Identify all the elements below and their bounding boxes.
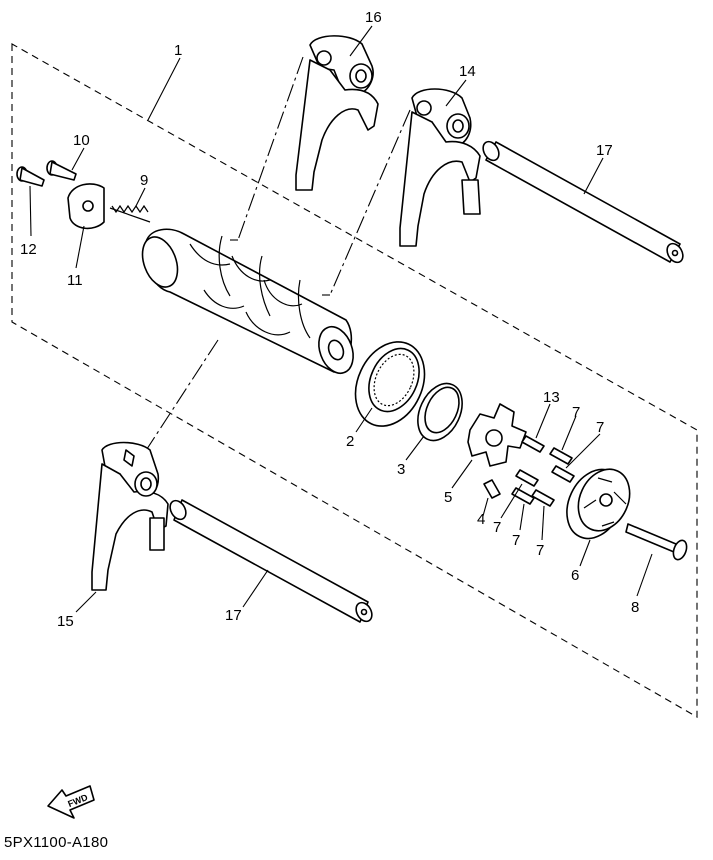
shift-fork-14 <box>399 88 481 247</box>
callout-17-upper: 17 <box>596 142 613 159</box>
callout-7-a: 7 <box>572 404 580 421</box>
bearing-2 <box>354 341 426 427</box>
drum-segment-6 <box>566 468 631 540</box>
callout-10: 10 <box>73 132 90 149</box>
shift-rod-17-upper <box>482 140 684 264</box>
fwd-arrow-icon: FWD <box>47 785 95 819</box>
callout-14: 14 <box>459 63 476 80</box>
callout-7-b: 7 <box>596 419 604 436</box>
shift-rod-17-lower <box>169 499 373 623</box>
callout-13: 13 <box>543 389 560 406</box>
callout-5: 5 <box>444 489 452 506</box>
callout-4: 4 <box>477 511 485 528</box>
callout-9: 9 <box>140 172 148 189</box>
assembly-boundary <box>11 43 698 718</box>
callout-7-d: 7 <box>512 532 520 549</box>
shift-fork-15 <box>91 441 169 591</box>
stopper-plate-11 <box>67 183 105 230</box>
spring-9 <box>109 204 151 223</box>
callout-1: 1 <box>174 42 182 59</box>
pin-4 <box>483 479 501 499</box>
callout-numbers: 1 16 14 17 10 9 12 11 2 3 5 4 13 7 7 7 7… <box>20 9 639 630</box>
callout-7-e: 7 <box>536 542 544 559</box>
screw-8 <box>625 523 688 561</box>
center-lines <box>142 56 411 456</box>
callout-11: 11 <box>67 272 83 289</box>
callout-3: 3 <box>397 461 405 478</box>
shift-drum <box>141 228 354 375</box>
diagram-code: 5PX1100-A180 <box>4 834 109 851</box>
callout-16: 16 <box>365 9 382 26</box>
callout-8: 8 <box>631 599 639 616</box>
circlip-3 <box>417 382 463 442</box>
segment-5 <box>467 403 527 467</box>
shift-fork-16 <box>295 35 379 191</box>
leader-lines <box>29 25 653 613</box>
callout-7-c: 7 <box>493 519 501 536</box>
callout-12: 12 <box>20 241 37 258</box>
callout-6: 6 <box>571 567 579 584</box>
callout-17-lower: 17 <box>225 607 242 624</box>
dowel-pins-7-13 <box>511 435 575 507</box>
callout-2: 2 <box>346 433 354 450</box>
callout-15: 15 <box>57 613 74 630</box>
screws-10-12 <box>16 160 77 187</box>
